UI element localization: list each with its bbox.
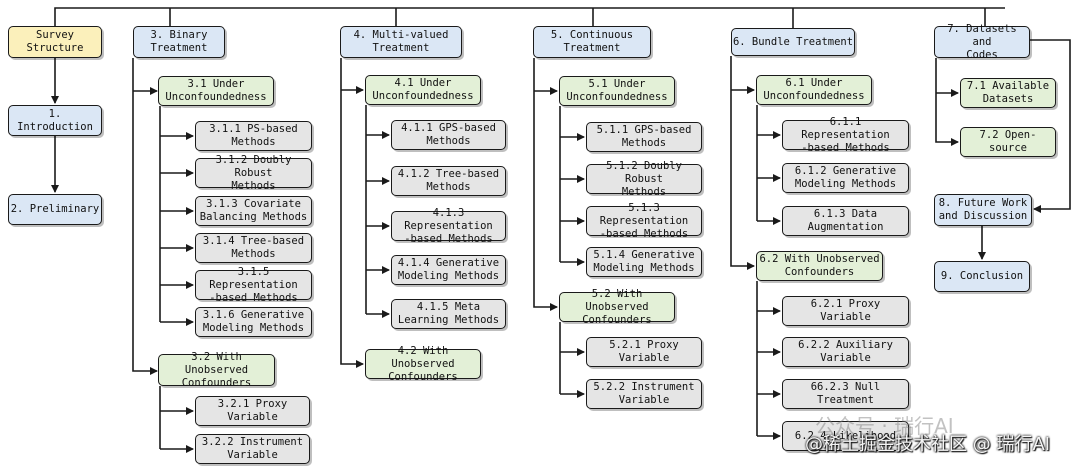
arrow-future [1030, 39, 1071, 213]
b31-unconfoundedness-node: 3.1 Under Unconfoundedness [158, 76, 274, 106]
c52-unobserved-node: 5.2 With Unobserved Confounders [559, 288, 675, 326]
datasets-trunk [935, 58, 959, 146]
c514-generative-node: 5.1.4 Generative Modeling Methods [586, 247, 702, 277]
top-bus-line [54, 7, 1005, 26]
watermark-community: @稀土掘金技术社区 @ 瑞行AI [805, 434, 1051, 455]
u621-proxy-node: 6.2.1 Proxy Variable [782, 296, 909, 326]
b314-tree-based-node: 3.1.4 Tree-based Methods [195, 233, 312, 263]
b316-generative-node: 3.1.6 Generative Modeling Methods [195, 307, 312, 337]
d72-open-source-node: 7.2 Open- source [960, 127, 1056, 157]
b321-proxy-node: 3.2.1 Proxy Variable [195, 396, 310, 426]
b313-covariate-balancing-node: 3.1.3 Covariate Balancing Methods [195, 196, 312, 226]
c511-gps-node: 5.1.1 GPS-based Methods [586, 122, 702, 152]
m414-generative-node: 4.1.4 Generative Modeling Methods [391, 255, 506, 285]
bundle-treatment-node: 6. Bundle Treatment [731, 28, 855, 56]
c521-proxy-node: 5.2.1 Proxy Variable [586, 337, 702, 367]
c51-unconfoundedness-node: 5.1 Under Unconfoundedness [559, 76, 675, 106]
m42-unobserved-node: 4.2 With Unobserved Confounders [365, 345, 481, 383]
binary-treatment-node: 3. Binary Treatment [133, 26, 225, 58]
watermark-account: 公众号 · 瑞行AI [815, 414, 954, 438]
c512-doubly-robust-node: 5.1.2 Doubly Robust Methods [586, 160, 702, 198]
b32-unobserved-node: 3.2 With Unobserved Confounders [158, 351, 275, 389]
c513-representation-node: 5.1.3 Representation -based Methods [586, 202, 702, 240]
survey-structure-node: Survey Structure [8, 26, 102, 58]
m415-meta-learning-node: 4.1.5 Meta Learning Methods [391, 299, 506, 329]
u612-generative-node: 6.1.2 Generative Modeling Methods [782, 163, 909, 193]
binary-trunk [132, 58, 158, 375]
b312-doubly-robust-node: 3.1.2 Doubly Robust Methods [195, 154, 312, 192]
m41-unconfoundedness-node: 4.1 Under Unconfoundedness [365, 75, 481, 105]
m413-representation-node: 4.1.3 Representation -based Methods [391, 207, 506, 245]
c522-instrument-node: 5.2.2 Instrument Variable [586, 379, 702, 409]
multi-trunk [340, 58, 364, 368]
multi-valued-treatment-node: 4. Multi-valued Treatment [340, 26, 462, 58]
future-work-node: 8. Future Work and Discussion [934, 194, 1032, 226]
conclusion-node: 9. Conclusion [934, 261, 1030, 292]
b315-representation-node: 3.1.5 Representation -based Methods [195, 266, 312, 304]
u61-unconfoundedness-node: 6.1 Under Unconfoundedness [756, 75, 872, 105]
b322-instrument-node: 3.2.2 Instrument Variable [195, 434, 310, 464]
m412-tree-node: 4.1.2 Tree-based Methods [391, 166, 506, 196]
u613-data-augmentation-node: 6.1.3 Data Augmentation [782, 206, 909, 236]
continuous-treatment-node: 5. Continuous Treatment [533, 26, 651, 58]
u623-null-treatment-node: 66.2.3 Null Treatment [782, 379, 909, 409]
continuous-trunk [533, 58, 558, 311]
preliminary-node: 2. Preliminary [8, 194, 102, 225]
b311-ps-based-node: 3.1.1 PS-based Methods [195, 121, 312, 151]
m411-gps-node: 4.1.1 GPS-based Methods [391, 120, 506, 150]
u611-representation-node: 6.1.1 Representation -based Methods [782, 116, 909, 154]
d71-available-datasets-node: 7.1 Available Datasets [960, 78, 1056, 108]
u62-unobserved-node: 6.2 With Unobserved Confounders [756, 251, 883, 281]
bundle-trunk [730, 56, 755, 270]
datasets-codes-node: 7. Datasets and Codes [934, 23, 1030, 61]
u622-auxiliary-node: 6.2.2 Auxiliary Variable [782, 337, 909, 367]
u624-likelihood-node: 6.2.4 Likelihood [782, 421, 909, 451]
introduction-node: 1. Introduction [8, 105, 102, 136]
